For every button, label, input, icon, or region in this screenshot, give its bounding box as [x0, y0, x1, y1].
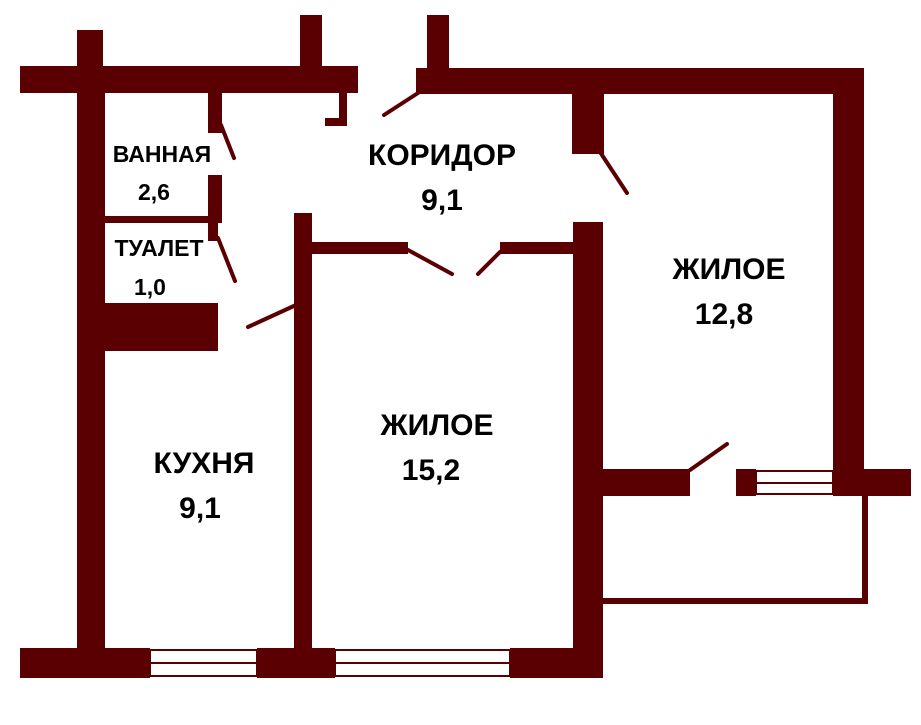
window-right-room: [755, 470, 834, 495]
wall-kitchen-living: [294, 213, 312, 678]
wall-living-top-left: [305, 242, 408, 254]
wall-right-room-upper-block: [572, 90, 604, 154]
window-living-center: [334, 649, 511, 677]
door-right-room: [598, 150, 629, 195]
wall-living-top-right: [500, 242, 580, 254]
doors: [216, 91, 729, 472]
wall-left: [77, 66, 105, 678]
wall-entrance-l-horizontal: [325, 118, 347, 126]
bathroom-name: ВАННАЯ: [113, 141, 211, 167]
door-kitchen: [246, 303, 298, 329]
living-right-name: ЖИЛОЕ: [671, 253, 785, 286]
door-entrance: [382, 91, 420, 117]
wall-right-outer: [833, 68, 864, 494]
wall-stub-top-2: [300, 15, 322, 70]
wall-right-room-bottom-left: [600, 469, 690, 496]
bathroom-area: 2,6: [138, 179, 170, 205]
door-balcony: [688, 442, 729, 472]
wall-top-right-jog: [416, 68, 430, 90]
windows: [149, 470, 834, 677]
door-bathroom: [219, 123, 236, 160]
wall-bottom-middle: [257, 648, 335, 678]
living-center-area: 15,2: [402, 454, 460, 487]
kitchen-area: 9,1: [179, 492, 221, 525]
balcony-bottom-rail: [600, 598, 868, 604]
corridor-name: КОРИДОР: [368, 139, 516, 172]
wall-bottom-right: [510, 648, 603, 678]
living-center-name: ЖИЛОЕ: [379, 409, 493, 442]
wall-bath-right-lower: [208, 175, 222, 223]
living-right-area: 12,8: [695, 298, 753, 331]
wall-right-room-bottom-right-stub: [736, 469, 756, 496]
wall-entrance-l-vertical: [339, 90, 347, 125]
wall-top-right: [416, 68, 864, 94]
corridor-area: 9,1: [421, 184, 463, 217]
door-living-center-left: [406, 248, 454, 276]
kitchen-name: КУХНЯ: [154, 447, 255, 480]
toilet-name: ТУАЛЕТ: [114, 235, 203, 261]
wall-right-room-bottom-right: [833, 469, 911, 496]
window-kitchen: [149, 649, 258, 677]
toilet-area: 1,0: [134, 274, 166, 300]
wall-top-left: [20, 66, 358, 93]
wall-bottom-left: [20, 648, 150, 678]
wall-center-right: [573, 222, 603, 678]
door-toilet: [216, 236, 237, 283]
walls: [20, 15, 911, 678]
wall-toilet-bottom-block: [103, 303, 218, 351]
wall-stub-top-1: [77, 30, 103, 70]
balcony-right-rail: [862, 494, 868, 604]
wall-bath-right-upper: [208, 93, 222, 133]
door-living-center-right: [476, 250, 502, 276]
wall-toilet-right: [208, 223, 218, 241]
room-labels: ВАННАЯ 2,6 ТУАЛЕТ 1,0 КОРИДОР 9,1 ЖИЛОЕ …: [113, 139, 786, 525]
wall-stub-top-3: [427, 15, 449, 70]
wall-bath-toilet-divider: [103, 216, 218, 223]
